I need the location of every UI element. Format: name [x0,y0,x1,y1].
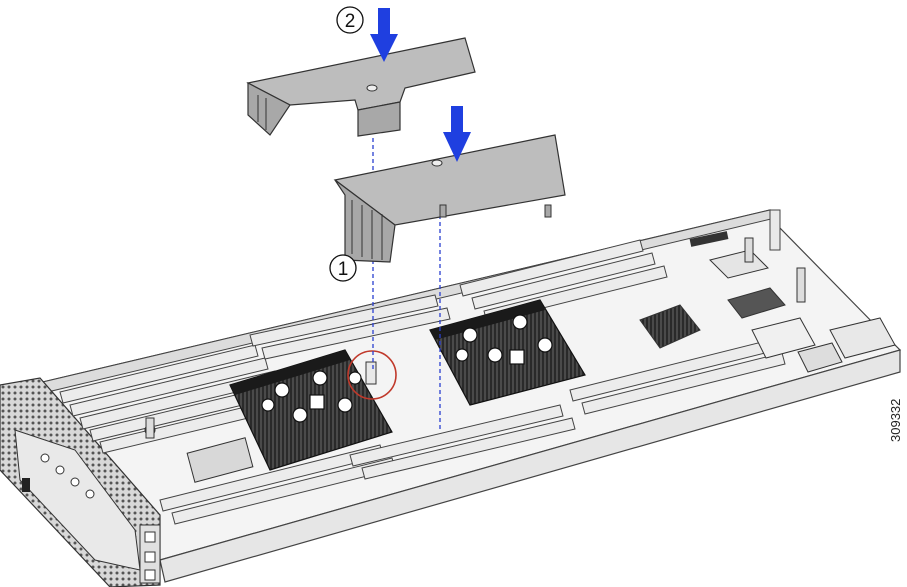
down-arrow-icon [370,8,398,62]
heatsink-cpu1 [229,349,393,471]
air-duct-2 [246,37,476,137]
air-duct-1 [333,134,566,263]
callout-step-1-label: 1 [338,259,349,280]
down-arrow-icon [443,106,471,162]
callout-step-2: 2 [336,6,364,34]
front-panel [0,377,161,587]
figure-number: 309332 [888,399,903,442]
dimm-slots-front [159,404,576,525]
callout-step-2-label: 2 [345,11,356,32]
alignment-pin-highlight [347,350,397,400]
dimm-slots-right [459,239,786,415]
heatsink-cpu2 [429,299,586,406]
callout-step-1: 1 [329,254,357,282]
alignment-pin [365,361,377,385]
motherboard-components [144,231,896,483]
screw-icon [22,478,30,492]
